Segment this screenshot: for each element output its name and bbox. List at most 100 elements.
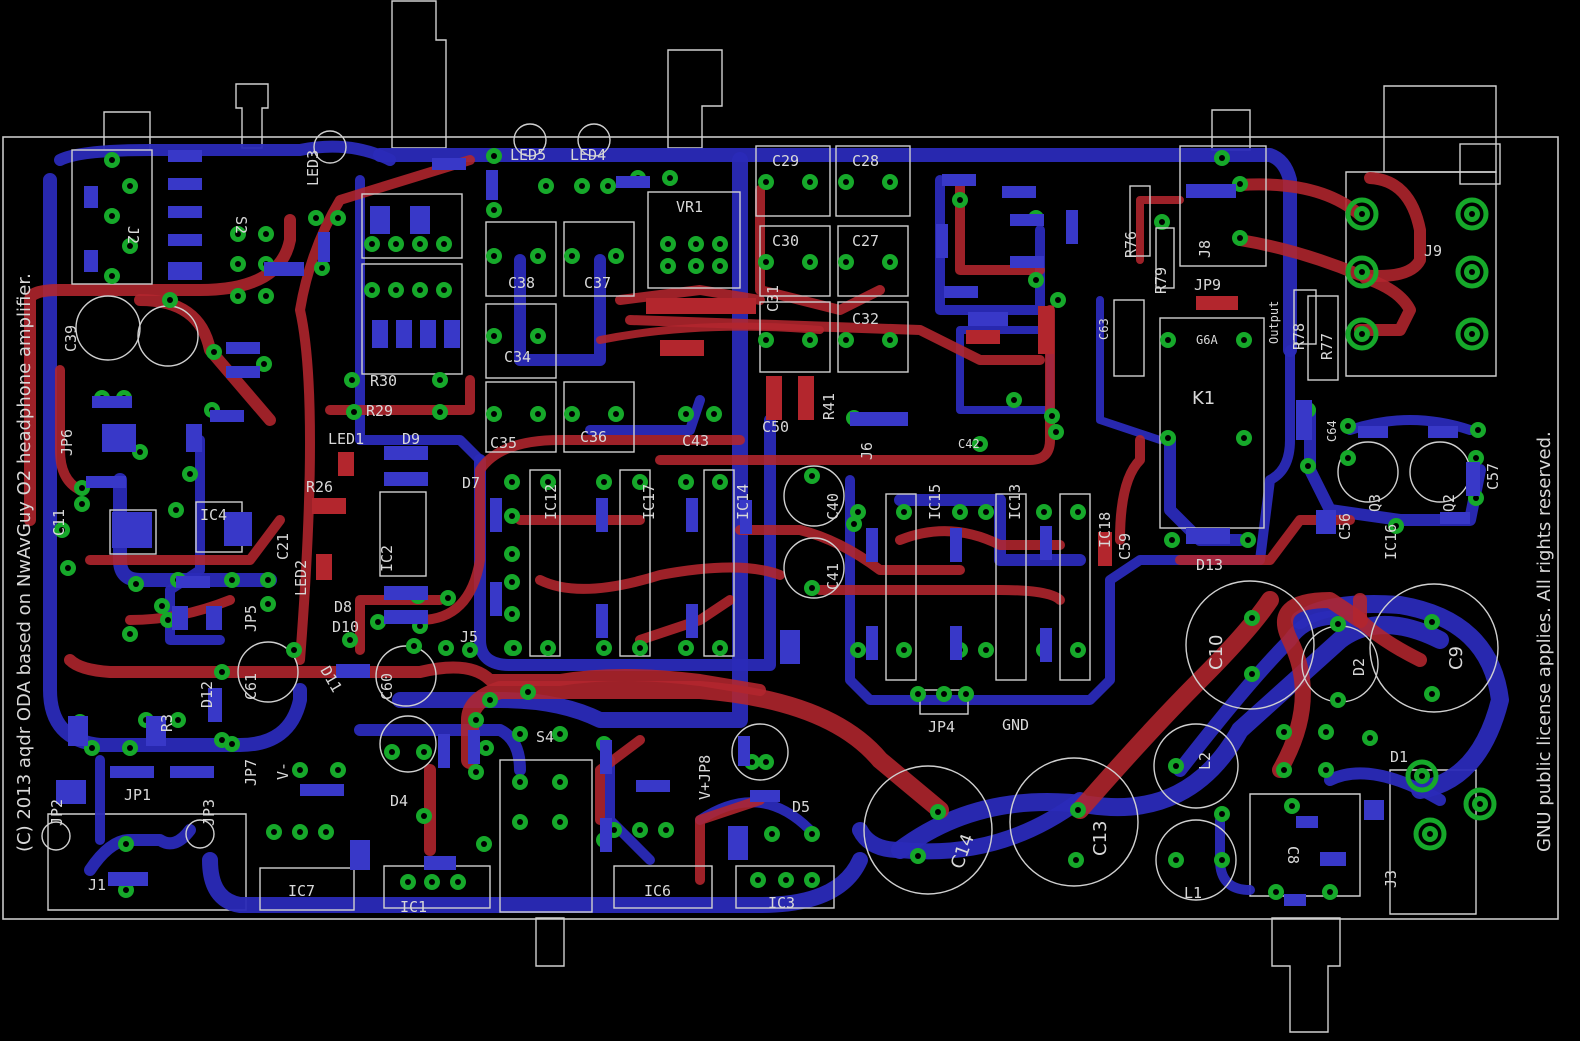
smd-part xyxy=(1206,184,1236,198)
ref-c63: C63 xyxy=(1097,318,1111,340)
ref-c60: C60 xyxy=(378,673,396,700)
pad-hole xyxy=(79,501,85,507)
pad-hole xyxy=(421,749,427,755)
pad-hole xyxy=(763,337,769,343)
smd-part xyxy=(226,342,260,354)
ref-ic18: IC18 xyxy=(1096,512,1114,548)
pad-hole xyxy=(441,241,447,247)
pad-hole xyxy=(219,669,225,675)
ref-ic1: IC1 xyxy=(400,898,427,916)
pad-hole xyxy=(123,887,129,893)
pad-hole xyxy=(437,377,443,383)
smd-part xyxy=(596,498,608,532)
pad-hole xyxy=(915,691,921,697)
smd-part xyxy=(350,840,370,870)
large-pad xyxy=(1405,759,1439,793)
pad-hole xyxy=(535,411,541,417)
smd-part xyxy=(172,606,188,630)
pad-hole xyxy=(1173,857,1179,863)
ref-c8: C8 xyxy=(1284,846,1302,864)
pad-hole xyxy=(1245,537,1251,543)
ref-jp1: JP1 xyxy=(124,786,151,804)
ref-c30: C30 xyxy=(772,232,799,250)
bottom-copper-layer xyxy=(43,140,1509,913)
c9-circle xyxy=(1369,583,1499,713)
c19-circle xyxy=(731,723,789,781)
c38-outline xyxy=(485,221,557,297)
pad-hole xyxy=(417,287,423,293)
ref-d4: D4 xyxy=(390,792,408,810)
pad-hole xyxy=(509,513,515,519)
pad-hole xyxy=(511,645,517,651)
ref-ic12: IC12 xyxy=(542,484,560,520)
ref-c36: C36 xyxy=(580,428,607,446)
pad-hole xyxy=(473,717,479,723)
pad-hole xyxy=(1011,397,1017,403)
ref-c27: C27 xyxy=(852,232,879,250)
ref-c32: C32 xyxy=(852,310,879,328)
pad-hole xyxy=(887,259,893,265)
pad-hole xyxy=(1323,767,1329,773)
pad-hole xyxy=(1327,889,1333,895)
smd-part xyxy=(1186,528,1230,544)
ref-k1: K1 xyxy=(1192,388,1215,409)
smd-part xyxy=(384,446,428,460)
ref-c13: C13 xyxy=(1090,821,1111,856)
pad-hole xyxy=(763,259,769,265)
smd-part xyxy=(1196,296,1238,310)
large-pad xyxy=(1455,317,1489,351)
ref-ic4: IC4 xyxy=(200,506,227,524)
ref-ic15: IC15 xyxy=(926,484,944,520)
ref-c11: C11 xyxy=(50,509,68,536)
pad-hole xyxy=(977,441,983,447)
jp2-hole xyxy=(41,821,71,851)
pad-hole xyxy=(1473,495,1479,501)
ref-j9: J9 xyxy=(1424,242,1442,260)
smd-part xyxy=(1296,816,1318,828)
pad-hole xyxy=(605,183,611,189)
ref-d2: D2 xyxy=(1350,658,1368,676)
pad-hole xyxy=(809,473,815,479)
ref-d13: D13 xyxy=(1196,556,1223,574)
smd-part xyxy=(766,376,782,420)
pad-hole xyxy=(711,411,717,417)
led3-top xyxy=(313,130,347,164)
pad-hole xyxy=(375,619,381,625)
pad-hole xyxy=(1473,455,1479,461)
pad-hole xyxy=(443,645,449,651)
pad-hole xyxy=(369,287,375,293)
pad-hole xyxy=(265,577,271,583)
pad-hole xyxy=(229,577,235,583)
c37-outline xyxy=(563,221,635,297)
smd-part xyxy=(936,224,948,258)
ref-ic17: IC17 xyxy=(640,484,658,520)
pad-hole xyxy=(313,215,319,221)
smd-part xyxy=(950,528,962,562)
pad-hole xyxy=(763,759,769,765)
pad-hole xyxy=(1249,671,1255,677)
ref-q2: Q2 xyxy=(1440,494,1458,512)
pad-hole xyxy=(1237,181,1243,187)
pad-hole xyxy=(323,829,329,835)
smd-part xyxy=(86,476,126,488)
pad-hole xyxy=(915,853,921,859)
pad-hole xyxy=(263,293,269,299)
smd-part xyxy=(1320,852,1346,866)
q3-circle xyxy=(1337,441,1399,503)
ref-c61: C61 xyxy=(242,673,260,700)
pad-hole xyxy=(235,293,241,299)
ref-c10: C10 xyxy=(1206,635,1227,670)
pad-hole xyxy=(1281,729,1287,735)
ref-jp2: JP2 xyxy=(48,799,66,826)
ref-c37: C37 xyxy=(584,274,611,292)
ref-ic16: IC16 xyxy=(1382,524,1400,560)
pad-hole xyxy=(1393,523,1399,529)
pad-hole xyxy=(1345,423,1351,429)
pad-hole xyxy=(1429,691,1435,697)
pad-hole xyxy=(1237,235,1243,241)
pad-hole xyxy=(445,595,451,601)
ref-s4: S4 xyxy=(536,728,554,746)
large-pad xyxy=(1455,255,1489,289)
smd-part xyxy=(168,234,202,246)
ref-jp6: JP6 xyxy=(58,429,76,456)
